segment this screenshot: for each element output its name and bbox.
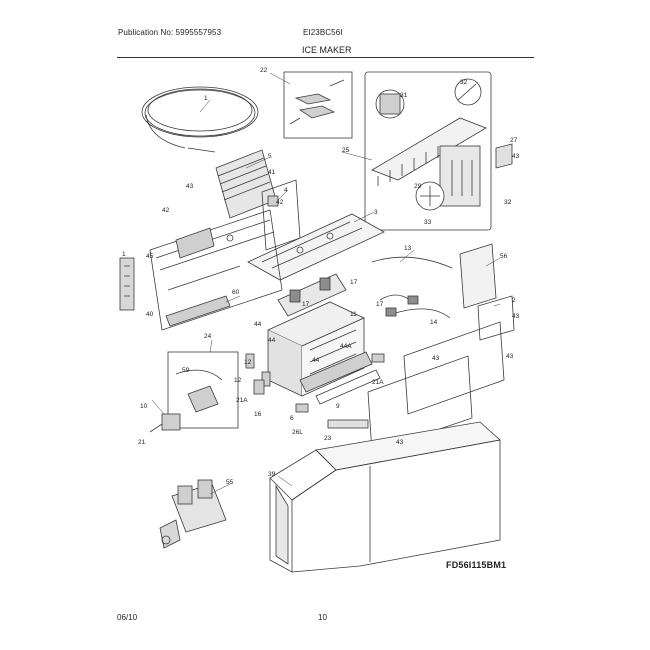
- svg-text:23: 23: [324, 435, 332, 442]
- diagram-code: FD56I115BM1: [446, 560, 507, 570]
- model-number: EI23BC56I: [303, 28, 343, 37]
- svg-text:16: 16: [254, 411, 262, 418]
- svg-text:42: 42: [276, 199, 284, 206]
- svg-text:43: 43: [186, 183, 194, 190]
- part-44a-ejector: [299, 351, 381, 405]
- svg-text:44: 44: [254, 321, 262, 328]
- part-55-water-valve: [159, 479, 227, 549]
- svg-text:43: 43: [396, 439, 404, 446]
- svg-text:24: 24: [204, 333, 212, 340]
- svg-text:12: 12: [244, 359, 252, 366]
- part-56-right-panel: [367, 243, 515, 453]
- svg-text:5: 5: [268, 153, 272, 160]
- part-24-inset-box: [167, 351, 239, 429]
- svg-text:44: 44: [312, 357, 320, 364]
- svg-text:33: 33: [424, 219, 432, 226]
- svg-text:43: 43: [432, 355, 440, 362]
- svg-text:43: 43: [512, 313, 520, 320]
- part-3-top-frame: [247, 213, 385, 281]
- svg-text:60: 60: [232, 289, 240, 296]
- svg-text:2: 2: [512, 297, 516, 304]
- svg-text:26L: 26L: [292, 429, 303, 436]
- svg-text:9: 9: [336, 403, 340, 410]
- svg-text:45: 45: [146, 253, 154, 260]
- page-title: ICE MAKER: [302, 45, 352, 55]
- part-42-side-panel: [149, 209, 283, 331]
- svg-text:12: 12: [234, 377, 242, 384]
- part-22-wiring-harness-box: [283, 71, 353, 139]
- part-1-water-tube: [141, 86, 259, 153]
- svg-text:31: 31: [400, 92, 408, 99]
- svg-text:1: 1: [204, 95, 208, 102]
- svg-text:22: 22: [260, 67, 268, 74]
- svg-text:17: 17: [302, 301, 310, 308]
- svg-text:55: 55: [226, 479, 234, 486]
- svg-text:21: 21: [138, 439, 146, 446]
- svg-text:39: 39: [268, 471, 276, 478]
- svg-text:17: 17: [350, 279, 358, 286]
- part-21-water-valve-fitting: [149, 413, 181, 433]
- svg-text:1: 1: [122, 251, 126, 258]
- svg-text:3: 3: [374, 209, 378, 216]
- svg-text:21A: 21A: [236, 397, 248, 404]
- svg-text:32: 32: [504, 199, 512, 206]
- part-7-rail: [119, 257, 135, 311]
- part-5-rear-cover: [215, 149, 277, 219]
- svg-text:4: 4: [284, 187, 288, 194]
- svg-text:27: 27: [510, 137, 518, 144]
- part-12-small-fittings: [245, 353, 385, 429]
- part-45-strip: [165, 295, 231, 327]
- svg-text:29: 29: [414, 183, 422, 190]
- header-divider: [117, 57, 534, 58]
- publication-number: Publication No: 5995557953: [118, 28, 222, 37]
- svg-text:11: 11: [350, 311, 357, 318]
- part-23-ice-maker-assembly: [364, 71, 513, 231]
- svg-text:13: 13: [404, 245, 412, 252]
- svg-text:17: 17: [376, 301, 384, 308]
- svg-text:10: 10: [140, 403, 148, 410]
- svg-text:14: 14: [430, 319, 438, 326]
- svg-text:43: 43: [506, 353, 514, 360]
- svg-text:59: 59: [182, 367, 190, 374]
- footer-page-number: 10: [318, 613, 327, 622]
- svg-text:43: 43: [512, 153, 520, 160]
- svg-text:42: 42: [162, 207, 170, 214]
- svg-text:44A: 44A: [340, 343, 352, 350]
- svg-text:21A: 21A: [372, 379, 384, 386]
- svg-text:41: 41: [268, 169, 276, 176]
- svg-text:40: 40: [146, 311, 154, 318]
- svg-text:6: 6: [290, 415, 294, 422]
- leader-lines: [151, 72, 501, 495]
- svg-text:32: 32: [460, 79, 468, 86]
- svg-text:44: 44: [268, 337, 276, 344]
- callout-labels: 1 22 31 32 27 43 25 29 32 33 5 43 4 41 4…: [122, 67, 520, 486]
- svg-text:25: 25: [342, 147, 350, 154]
- part-39-ice-bucket-housing: [269, 421, 501, 573]
- part-13-harness: [371, 256, 453, 319]
- svg-text:56: 56: [500, 253, 508, 260]
- footer-date: 06/10: [117, 613, 138, 622]
